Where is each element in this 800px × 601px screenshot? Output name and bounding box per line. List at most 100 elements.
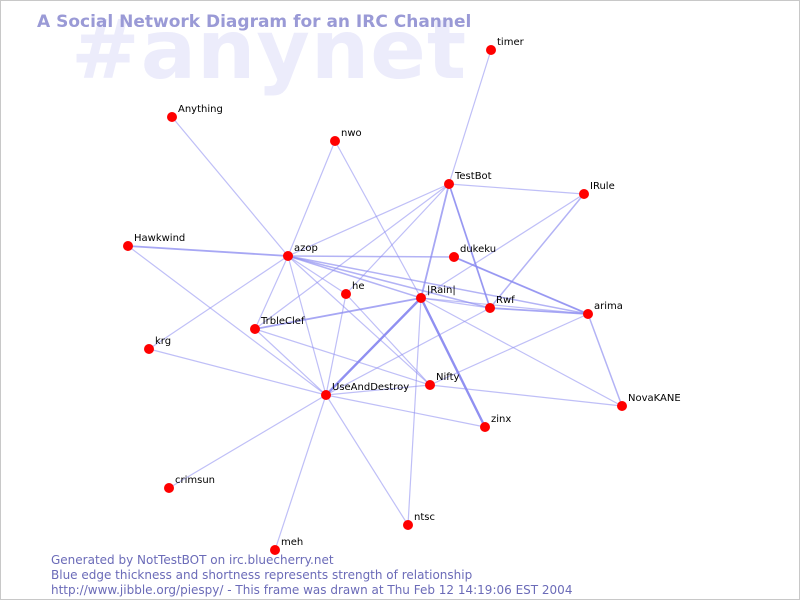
node-anything: Anything — [167, 104, 223, 122]
node-label: ntsc — [414, 512, 435, 523]
edge-layer — [127, 49, 623, 551]
node-zinx: zinx — [480, 414, 511, 432]
edge-hawkwind-azop — [127, 245, 289, 257]
node-label: azop — [294, 243, 318, 254]
node-label: arima — [594, 301, 623, 312]
edge-arima-novakane — [587, 313, 623, 407]
node-label: zinx — [491, 414, 511, 425]
node-dot — [167, 112, 177, 122]
channel-watermark: #anynet — [71, 3, 468, 98]
edge-useanddestroy-ntsc — [325, 394, 409, 526]
node-dot — [579, 189, 589, 199]
edge-rain-novakane — [420, 297, 623, 407]
edge-rwf-useanddestroy — [325, 307, 491, 396]
node-label: UseAndDestroy — [332, 382, 409, 393]
edge-trbleclef-nifty — [254, 328, 431, 386]
node-label: krg — [155, 336, 171, 347]
node-dot — [416, 293, 426, 303]
footer: Generated by NotTestBOT on irc.bluecherr… — [51, 553, 572, 598]
edge-testbot-azop — [287, 183, 450, 257]
node-dot — [321, 390, 331, 400]
edge-rwf-irule — [489, 193, 585, 309]
node-rwf: Rwf — [485, 295, 515, 313]
footer-generated-by: Generated by NotTestBOT on irc.bluecherr… — [51, 553, 334, 567]
edge-rain-useanddestroy — [324, 296, 423, 397]
node-label: TestBot — [454, 171, 492, 182]
node-nifty: Nifty — [425, 372, 460, 390]
node-crimsun: crimsun — [164, 475, 215, 493]
edge-testbot-rain — [420, 183, 450, 299]
node-arima: arima — [583, 301, 623, 319]
node-label: timer — [497, 37, 525, 48]
node-dot — [250, 324, 260, 334]
edge-azop-arima — [287, 255, 589, 315]
edge-rwf-testbot — [448, 183, 491, 309]
edge-azop-nifty — [287, 255, 431, 386]
node-azop: azop — [283, 243, 318, 261]
node-dot — [341, 289, 351, 299]
node-hawkwind: Hawkwind — [123, 233, 185, 251]
edge-timer-testbot — [448, 49, 492, 185]
node-meh: meh — [270, 537, 303, 555]
node-label: dukeku — [460, 244, 496, 255]
edge-rain-ntsc — [407, 297, 422, 526]
node-dot — [270, 545, 280, 555]
edge-hawkwind-useanddestroy — [127, 245, 327, 396]
edge-he-useanddestroy — [325, 293, 347, 396]
node-dot — [425, 380, 435, 390]
node-trbleclef: TrbleClef — [250, 316, 305, 334]
footer-legend-note: Blue edge thickness and shortness repres… — [51, 568, 473, 582]
edge-testbot-irule — [448, 183, 585, 195]
node-dot — [617, 401, 627, 411]
node-dot — [444, 179, 454, 189]
edge-azop-dukeku — [287, 255, 455, 258]
edge-azop-rain — [287, 255, 422, 299]
node-label: Anything — [178, 104, 223, 115]
node-dot — [485, 303, 495, 313]
edge-anything-azop — [171, 116, 289, 257]
edge-rain-zinx — [419, 296, 487, 429]
node-rain: |Rain| — [416, 285, 456, 303]
edge-useanddestroy-crimsun — [168, 394, 327, 489]
edge-nwo-azop — [287, 140, 336, 257]
node-label: nwo — [341, 128, 362, 139]
edge-rain-trbleclef — [254, 297, 422, 330]
node-timer: timer — [486, 37, 525, 55]
node-dot — [583, 309, 593, 319]
node-label: he — [352, 281, 365, 292]
node-ntsc: ntsc — [403, 512, 435, 530]
node-label: |Rain| — [427, 285, 456, 296]
edge-azop-trbleclef — [254, 255, 289, 330]
edge-azop-krg — [148, 255, 289, 350]
node-label: Nifty — [436, 372, 460, 383]
edge-trbleclef-useanddestroy — [254, 328, 327, 396]
node-label: Hawkwind — [134, 233, 185, 244]
node-label: NovaKANE — [628, 393, 681, 404]
node-dot — [283, 251, 293, 261]
edge-nifty-novakane — [429, 384, 623, 407]
node-dot — [480, 422, 490, 432]
node-irule: IRule — [579, 181, 615, 199]
node-useanddestroy: UseAndDestroy — [321, 382, 409, 400]
node-he: he — [341, 281, 365, 299]
node-label: crimsun — [175, 475, 215, 486]
node-testbot: TestBot — [444, 171, 492, 189]
node-dot — [486, 45, 496, 55]
node-dukeku: dukeku — [449, 244, 496, 262]
footer-source-timestamp: http://www.jibble.org/piespy/ - This fra… — [51, 583, 573, 597]
node-dot — [144, 344, 154, 354]
node-novakane: NovaKANE — [617, 393, 681, 411]
edge-nwo-rain — [334, 140, 422, 299]
edge-rwf-arima — [489, 307, 589, 315]
node-label: Rwf — [496, 295, 515, 306]
edge-useanddestroy-zinx — [325, 394, 486, 428]
node-krg: krg — [144, 336, 171, 354]
node-nwo: nwo — [330, 128, 362, 146]
edge-useanddestroy-krg — [148, 348, 327, 396]
node-dot — [330, 136, 340, 146]
edge-irule-rain — [420, 193, 585, 299]
edge-azop-rwf — [287, 255, 491, 309]
